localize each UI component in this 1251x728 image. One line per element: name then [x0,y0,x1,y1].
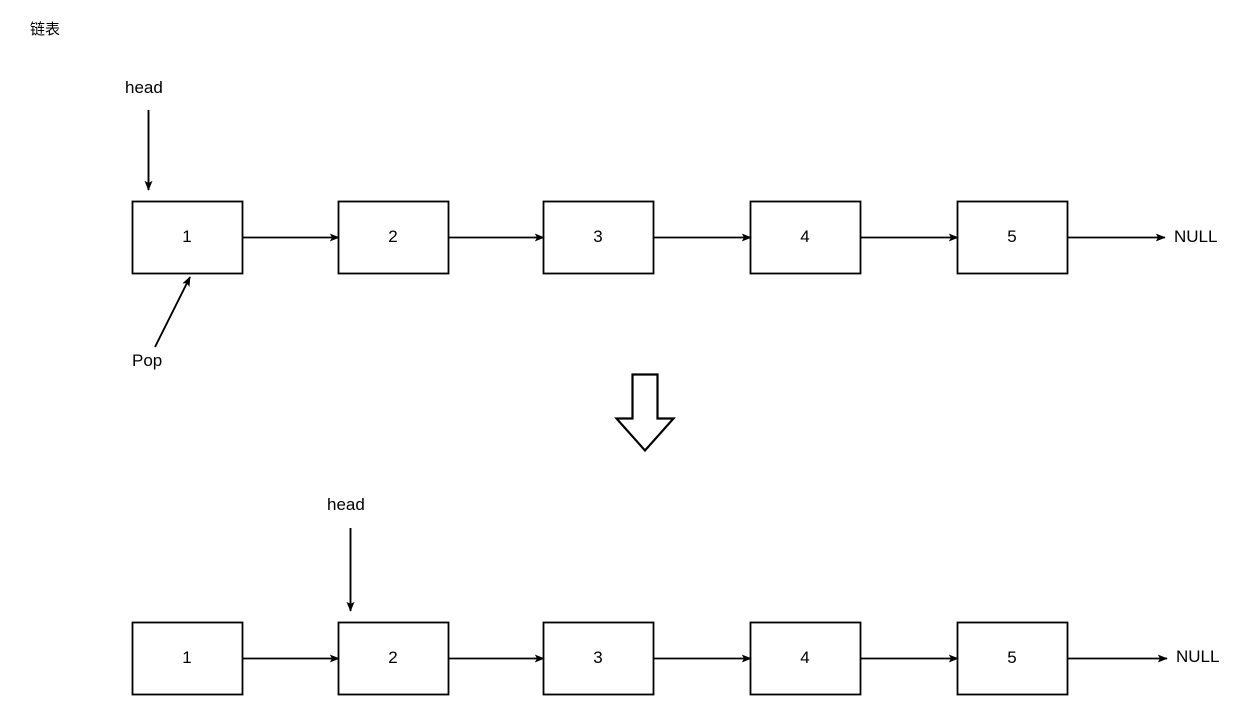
node-value-5-after: 5 [1007,648,1017,667]
node-value-4-after: 4 [800,648,810,667]
node-value-1-after: 1 [182,648,192,667]
row-after [131,528,1168,696]
transition-down-arrow-icon [614,373,676,453]
node-value-2-after: 2 [388,648,398,667]
node-value-2: 2 [388,227,398,246]
node-value-1: 1 [182,227,192,246]
node-value-3-after: 3 [593,648,603,667]
node-box-3[interactable] [542,200,655,275]
row-before [131,110,1166,348]
pop-arrow [154,276,191,348]
head-label-before: head [125,78,163,97]
null-label-after: NULL [1176,647,1220,666]
page-title: 链表 [30,21,61,38]
node-value-4: 4 [800,227,810,246]
pop-label: Pop [132,351,163,370]
node-box-1-after[interactable] [131,621,244,696]
node-box-2-after[interactable] [337,621,450,696]
node-value-3: 3 [593,227,603,246]
head-label-after: head [327,495,365,514]
node-box-4-after[interactable] [749,621,862,696]
null-label-before: NULL [1174,227,1218,246]
node-box-3-after[interactable] [542,621,655,696]
node-box-2[interactable] [337,200,450,275]
node-value-5: 5 [1007,227,1017,246]
